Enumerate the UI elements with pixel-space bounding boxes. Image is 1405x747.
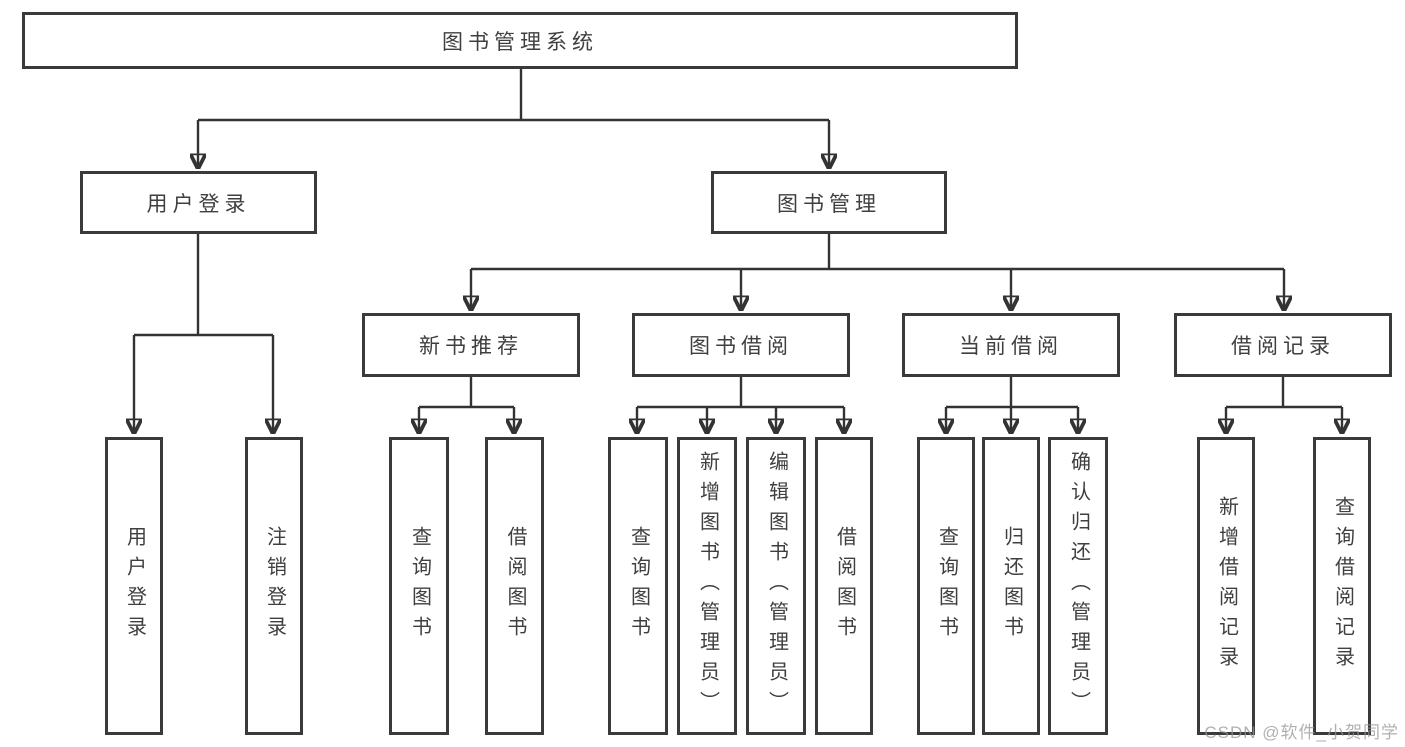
leaf-query-borrow-record: 查询借阅记录 (1313, 437, 1371, 735)
leaf-query-books-3: 查询图书 (917, 437, 975, 735)
leaf-query-borrow-record-label: 查询借阅记录 (1331, 496, 1354, 676)
leaf-borrow-books-2-label: 借阅图书 (833, 526, 856, 646)
leaf-add-borrow-record: 新增借阅记录 (1197, 437, 1255, 735)
leaf-confirm-return-admin-label: 确认归还（管理员） (1067, 451, 1090, 721)
leaf-query-books-2-label: 查询图书 (627, 526, 650, 646)
node-new-book-recommend-label: 新书推荐 (419, 335, 523, 358)
leaf-edit-books-admin-label: 编辑图书（管理员） (765, 451, 788, 721)
leaf-query-books-1: 查询图书 (389, 437, 449, 735)
leaf-user-login-label: 用户登录 (123, 526, 146, 646)
leaf-user-login: 用户登录 (105, 437, 163, 735)
node-user-login: 用户登录 (80, 171, 317, 234)
leaf-add-books-admin: 新增图书（管理员） (677, 437, 737, 735)
node-book-borrowing: 图书借阅 (632, 313, 850, 377)
node-borrow-records: 借阅记录 (1174, 313, 1392, 377)
leaf-query-books-1-label: 查询图书 (408, 526, 431, 646)
node-current-borrowing: 当前借阅 (902, 313, 1120, 377)
leaf-add-books-admin-label: 新增图书（管理员） (696, 451, 719, 721)
leaf-return-books: 归还图书 (982, 437, 1040, 735)
leaf-add-borrow-record-label: 新增借阅记录 (1215, 496, 1238, 676)
node-book-borrowing-label: 图书借阅 (689, 335, 793, 358)
root-node-label: 图书管理系统 (442, 30, 598, 54)
node-book-management: 图书管理 (711, 171, 947, 234)
root-node-library-system: 图书管理系统 (22, 12, 1018, 69)
node-user-login-label: 用户登录 (146, 192, 251, 216)
leaf-query-books-3-label: 查询图书 (935, 526, 958, 646)
node-borrow-records-label: 借阅记录 (1231, 335, 1335, 358)
csdn-watermark: CSDN @软件_小贺同学 (1204, 723, 1399, 742)
leaf-edit-books-admin: 编辑图书（管理员） (746, 437, 806, 735)
leaf-logout-label: 注销登录 (263, 526, 286, 646)
leaf-borrow-books-1-label: 借阅图书 (504, 526, 526, 646)
leaf-borrow-books-2: 借阅图书 (815, 437, 873, 735)
leaf-query-books-2: 查询图书 (608, 437, 668, 735)
leaf-confirm-return-admin: 确认归还（管理员） (1048, 437, 1108, 735)
leaf-return-books-label: 归还图书 (1000, 526, 1023, 646)
node-current-borrowing-label: 当前借阅 (959, 335, 1063, 358)
leaf-borrow-books-1: 借阅图书 (485, 437, 544, 735)
leaf-logout: 注销登录 (245, 437, 303, 735)
node-book-management-label: 图书管理 (777, 192, 881, 216)
node-new-book-recommend: 新书推荐 (362, 313, 580, 377)
